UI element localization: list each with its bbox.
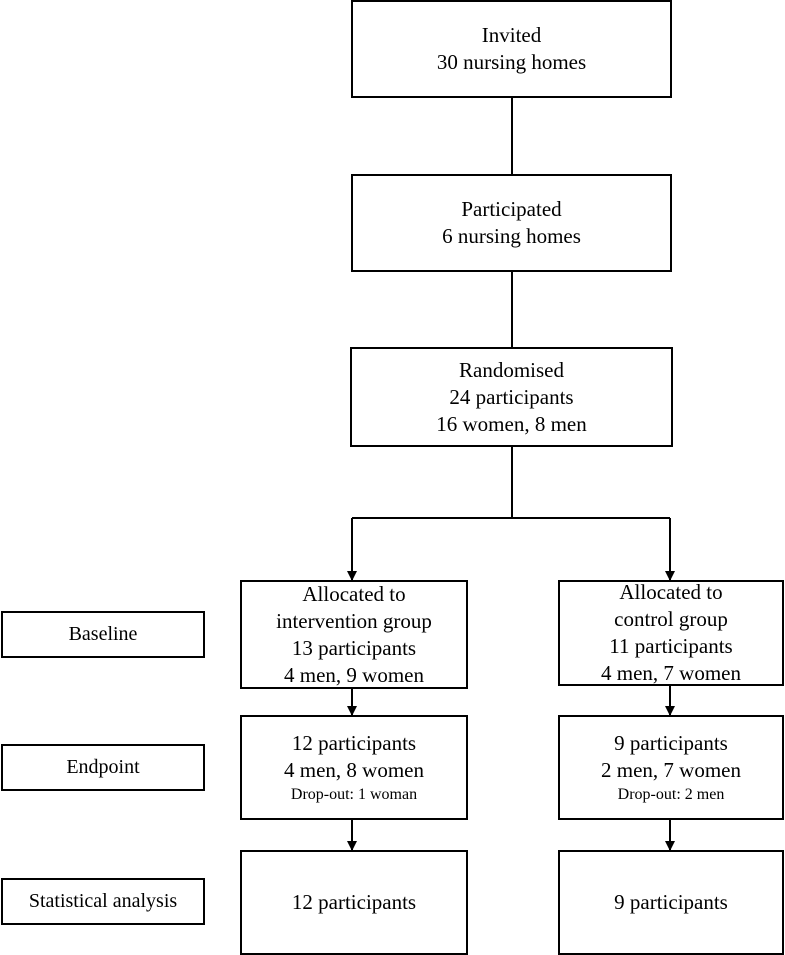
stage-endpoint: Endpoint	[1, 744, 205, 791]
intervention-baseline-box: Allocated to intervention group 13 parti…	[240, 580, 468, 689]
control-endpoint-sex: 2 men, 7 women	[601, 757, 741, 782]
control-allocated: Allocated to	[619, 580, 723, 604]
control-baseline-box: Allocated to control group 11 participan…	[558, 580, 784, 686]
stage-analysis-label: Statistical analysis	[28, 890, 178, 912]
control-group: control group	[614, 607, 728, 631]
control-analysis-box: 9 participants	[558, 850, 784, 955]
intervention-analysis-box: 12 participants	[240, 850, 468, 955]
control-endpoint-box: 9 participants 2 men, 7 women Drop-out: …	[558, 715, 784, 820]
stage-baseline: Baseline	[1, 611, 205, 658]
participated-box: Participated 6 nursing homes	[351, 174, 672, 272]
stage-baseline-label: Baseline	[68, 623, 138, 645]
invited-box: Invited 30 nursing homes	[351, 0, 672, 98]
control-analysis-count: 9 participants	[614, 890, 728, 914]
intervention-baseline-count: 13 participants	[291, 635, 417, 660]
intervention-baseline-sex: 4 men, 9 women	[284, 662, 424, 687]
invited-count: 30 nursing homes	[436, 50, 587, 74]
intervention-endpoint-box: 12 participants 4 men, 8 women Drop-out:…	[240, 715, 468, 820]
intervention-analysis-count: 12 participants	[291, 890, 417, 914]
randomised-sex: 16 women, 8 men	[436, 411, 587, 436]
intervention-endpoint-count: 12 participants	[291, 730, 417, 755]
participated-label: Participated	[461, 197, 562, 221]
control-baseline-sex: 4 men, 7 women	[601, 661, 741, 685]
invited-label: Invited	[481, 23, 542, 47]
stage-analysis: Statistical analysis	[1, 878, 205, 925]
control-baseline-count: 11 participants	[609, 634, 733, 658]
intervention-dropout: Drop-out: 1 woman	[290, 785, 418, 803]
control-endpoint-count: 9 participants	[614, 730, 728, 755]
control-dropout: Drop-out: 2 men	[617, 785, 725, 803]
intervention-group: intervention group	[276, 608, 432, 633]
randomised-box: Randomised 24 participants 16 women, 8 m…	[350, 347, 673, 447]
randomised-count: 24 participants	[449, 384, 574, 409]
participated-count: 6 nursing homes	[442, 224, 581, 248]
intervention-allocated: Allocated to	[302, 581, 406, 606]
randomised-label: Randomised	[459, 357, 564, 382]
intervention-endpoint-sex: 4 men, 8 women	[284, 757, 424, 782]
stage-endpoint-label: Endpoint	[66, 756, 140, 778]
